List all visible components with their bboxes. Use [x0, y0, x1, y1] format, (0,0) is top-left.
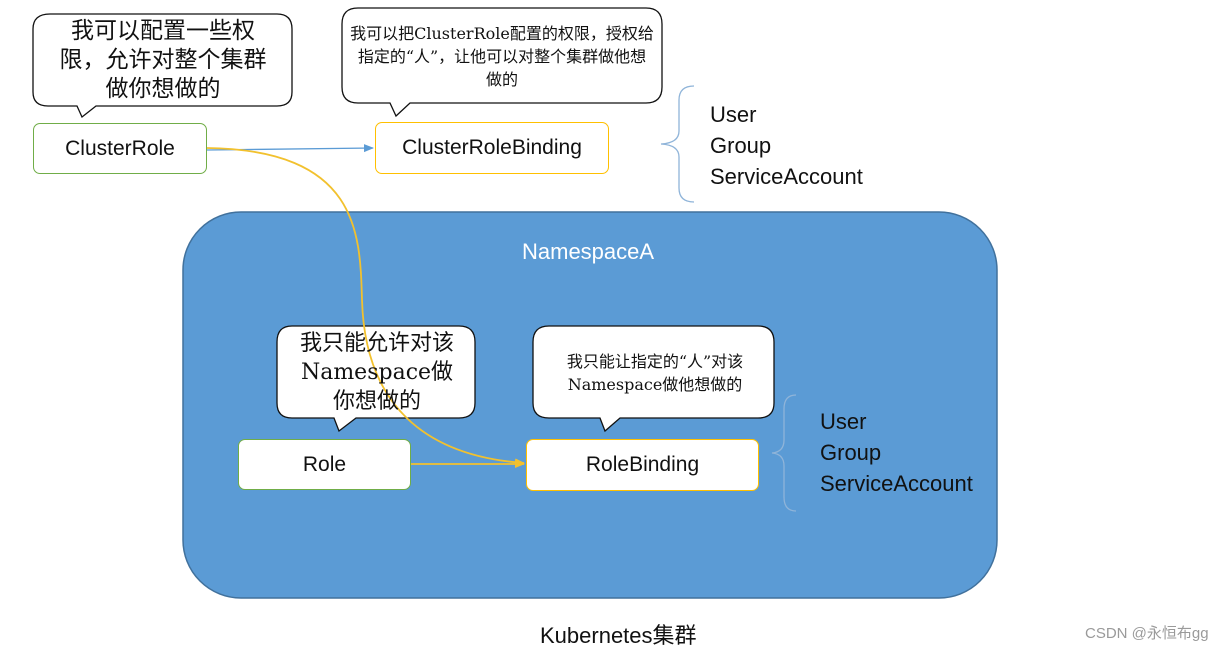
- clusterrolebinding-speech-bubble: [341, 7, 663, 118]
- rolebinding-note: 我只能让指定的“人”对该Namespace做他想做的: [566, 352, 744, 394]
- role-speech-bubble: [276, 325, 476, 433]
- subject-group: Group: [710, 133, 772, 158]
- role-binding-node[interactable]: RoleBinding: [526, 439, 759, 491]
- watermark: CSDN @永恒布gg: [1085, 625, 1209, 642]
- subject-group: Group: [820, 440, 882, 465]
- rolebinding-speech-bubble: [532, 325, 775, 433]
- subject-service-account: ServiceAccount: [710, 164, 863, 189]
- clusterrole-speech-bubble: [32, 13, 293, 119]
- cluster-role-binding-node[interactable]: ClusterRoleBinding: [375, 122, 609, 174]
- subjects-brace-top: [660, 85, 695, 203]
- clusterrole-note: 我可以配置一些权限，允许对整个集群做你想做的: [59, 17, 267, 102]
- subjects-list-bottom: User Group ServiceAccount: [820, 406, 973, 499]
- subject-user: User: [710, 102, 757, 127]
- role-note: 我只能允许对该Namespace做你想做的: [299, 331, 454, 414]
- namespace-label: NamespaceA: [522, 239, 655, 264]
- subjects-brace-bottom: [771, 394, 797, 512]
- subject-service-account: ServiceAccount: [820, 471, 973, 496]
- subject-user: User: [820, 409, 867, 434]
- cluster-role-node[interactable]: ClusterRole: [33, 123, 207, 174]
- subjects-list-top: User Group ServiceAccount: [710, 99, 863, 192]
- clusterrole-to-rolebinding-arrow: [206, 147, 525, 467]
- cluster-caption: Kubernetes集群: [540, 623, 697, 648]
- role-node[interactable]: Role: [238, 439, 411, 490]
- clusterrolebinding-note: 我可以把ClusterRole配置的权限，授权给指定的“人”，让他可以对整个集群…: [350, 23, 654, 89]
